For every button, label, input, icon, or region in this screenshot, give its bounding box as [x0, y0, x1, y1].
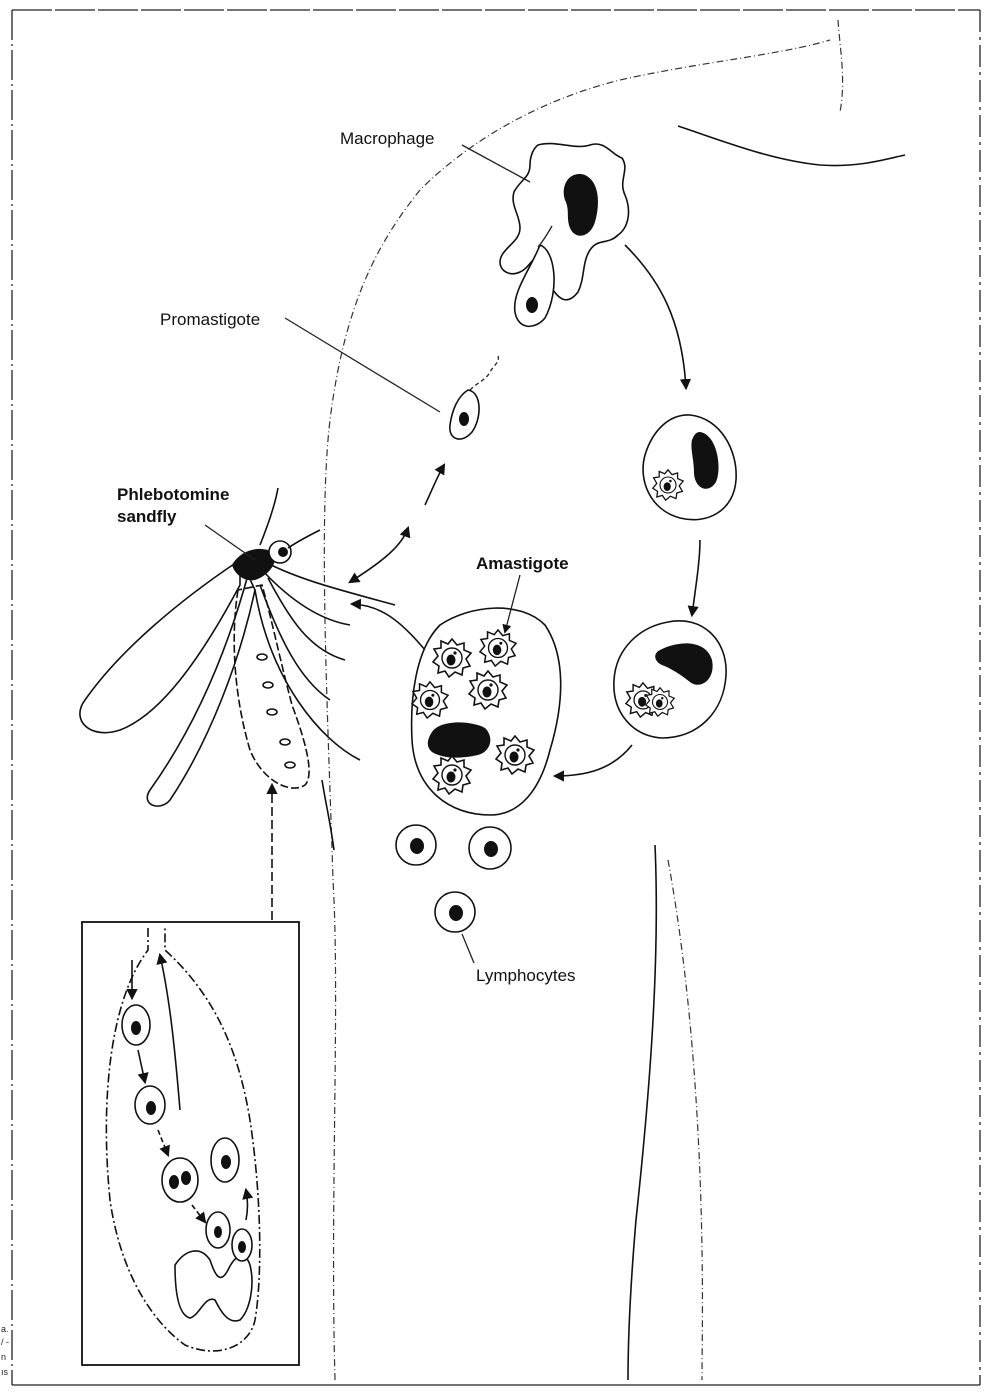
- label-macrophage: Macrophage: [340, 129, 435, 148]
- label-sandfly-line2: sandfly: [117, 507, 177, 526]
- infected-macrophage-early: [643, 415, 736, 520]
- label-lymphocytes: Lymphocytes: [476, 966, 576, 985]
- margin-text-fragments: a. / - n ıs: [1, 1324, 9, 1377]
- cycle-arrows: [272, 245, 700, 920]
- free-promastigote: [450, 356, 499, 439]
- inset-frame: [82, 922, 299, 1365]
- margin-fragment: / -: [1, 1337, 9, 1347]
- margin-fragment: a.: [1, 1324, 9, 1334]
- lymphocyte: [469, 827, 511, 869]
- margin-fragment: n: [1, 1352, 6, 1362]
- label-amastigote: Amastigote: [476, 554, 569, 573]
- lymphocyte: [396, 825, 436, 865]
- sandfly-gut-inset: [82, 922, 299, 1365]
- lymphocyte: [435, 892, 475, 932]
- label-sandfly-line1: Phlebotomine: [117, 485, 229, 504]
- lymphocytes: [396, 825, 511, 932]
- sandfly: [80, 488, 395, 850]
- infected-macrophage-dividing: [614, 621, 726, 738]
- macrophage-with-amastigotes: [412, 608, 561, 815]
- macrophage-cell: [500, 144, 628, 327]
- label-promastigote: Promastigote: [160, 310, 260, 329]
- margin-fragment: ıs: [1, 1367, 9, 1377]
